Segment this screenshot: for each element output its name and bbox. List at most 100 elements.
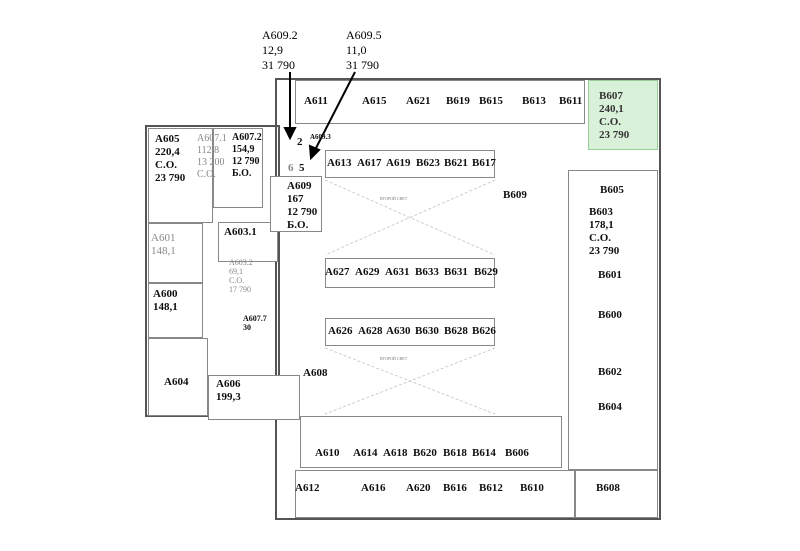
room-label[interactable]: B633 — [415, 266, 439, 278]
room-a604[interactable] — [148, 338, 208, 416]
room-label[interactable]: A613 — [327, 157, 352, 169]
info-line: A607.7 — [243, 314, 267, 323]
room-label[interactable]: A611 — [304, 95, 328, 107]
info-line: A601 — [151, 232, 176, 244]
info-line: 154,9 — [232, 144, 255, 155]
room-label[interactable]: B612 — [479, 482, 503, 494]
info-line: A605 — [155, 133, 180, 145]
room-label[interactable]: A604 — [164, 376, 189, 388]
inner-row-2 — [325, 150, 495, 178]
bottom-inner-row — [300, 416, 562, 468]
room-label[interactable]: B608 — [596, 482, 620, 494]
room-label[interactable]: B630 — [415, 325, 439, 337]
room-label[interactable]: A626 — [328, 325, 353, 337]
room-label[interactable]: B629 — [474, 266, 498, 278]
room-label[interactable]: A630 — [386, 325, 411, 337]
room-label[interactable]: B601 — [598, 269, 622, 281]
atrium-label: ВТОРОЙ СВЕТ — [380, 356, 408, 361]
annotation-line: 11,0 — [346, 43, 367, 57]
room-label[interactable]: A631 — [385, 266, 410, 278]
info-line: 13 200 — [197, 157, 225, 168]
room-label[interactable]: B600 — [598, 309, 622, 321]
info-line: C.O. — [229, 276, 245, 285]
annotation-line: A609.2 — [262, 28, 298, 42]
annotation-line: 12,9 — [262, 43, 283, 57]
room-label[interactable]: A628 — [358, 325, 383, 337]
info-line: 69,1 — [229, 267, 243, 276]
room-label[interactable]: B602 — [598, 366, 622, 378]
room-label[interactable]: B626 — [472, 325, 496, 337]
info-line: A607.1 — [197, 133, 227, 144]
room-label[interactable]: A615 — [362, 95, 387, 107]
room-label[interactable]: A609.3 — [310, 133, 331, 141]
room-label[interactable]: B611 — [559, 95, 583, 107]
top-row — [295, 80, 585, 124]
info-line: 12 790 — [287, 206, 318, 218]
room-label[interactable]: 6 — [288, 162, 294, 174]
room-a605[interactable] — [148, 128, 213, 223]
room-label[interactable]: B604 — [598, 401, 622, 413]
room-label[interactable]: A610 — [315, 447, 340, 459]
info-line: C.O. — [155, 159, 177, 171]
room-label[interactable]: B619 — [446, 95, 470, 107]
room-label[interactable]: A603.1 — [224, 226, 257, 238]
room-a603-1[interactable] — [218, 222, 278, 262]
room-label[interactable]: A608 — [303, 367, 328, 379]
room-label[interactable]: A621 — [406, 95, 431, 107]
room-label[interactable]: B618 — [443, 447, 467, 459]
room-a601[interactable] — [148, 223, 203, 283]
info-line: C.O. — [589, 232, 611, 244]
annotation-a609-2: A609.2 12,9 31 790 — [262, 28, 298, 73]
room-a606[interactable] — [208, 375, 300, 420]
room-label[interactable]: 5 — [299, 162, 305, 174]
room-label[interactable]: A620 — [406, 482, 431, 494]
room-label[interactable]: A617 — [357, 157, 382, 169]
info-line: C.O. — [599, 116, 621, 128]
room-a607-1[interactable] — [213, 128, 263, 208]
room-label[interactable]: A629 — [355, 266, 380, 278]
info-line: 17 790 — [229, 285, 251, 294]
room-label[interactable]: 2 — [297, 136, 303, 148]
info-line: A606 — [216, 378, 241, 390]
room-label[interactable]: B614 — [472, 447, 496, 459]
room-label[interactable]: A612 — [295, 482, 320, 494]
room-label[interactable]: B628 — [444, 325, 468, 337]
info-line: 148,1 — [151, 245, 176, 257]
room-label[interactable]: B617 — [472, 157, 496, 169]
room-label[interactable]: A614 — [353, 447, 378, 459]
room-label[interactable]: A627 — [325, 266, 350, 278]
room-b608[interactable] — [575, 470, 658, 518]
room-label[interactable]: B631 — [444, 266, 468, 278]
room-label[interactable]: B610 — [520, 482, 544, 494]
room-label[interactable]: A619 — [386, 157, 411, 169]
info-line: A607.2 — [232, 132, 262, 143]
room-b607[interactable] — [588, 80, 658, 150]
room-label[interactable]: B621 — [444, 157, 468, 169]
info-line: 23 790 — [599, 129, 630, 141]
info-line: 240,1 — [599, 103, 624, 115]
inner-row-4 — [325, 318, 495, 346]
room-label[interactable]: A618 — [383, 447, 408, 459]
room-label[interactable]: B605 — [600, 184, 624, 196]
info-line: C.O. — [197, 169, 216, 180]
info-line: B607 — [599, 90, 623, 102]
room-label[interactable]: B606 — [505, 447, 529, 459]
room-label[interactable]: B616 — [443, 482, 467, 494]
atrium-label: ВТОРОЙ СВЕТ — [380, 196, 408, 201]
room-label[interactable]: B609 — [503, 189, 527, 201]
room-label[interactable]: B615 — [479, 95, 503, 107]
room-a600[interactable] — [148, 283, 203, 338]
room-label[interactable]: A616 — [361, 482, 386, 494]
info-line: Б.О. — [232, 168, 252, 179]
info-line: B603 — [589, 206, 613, 218]
room-a609[interactable] — [270, 176, 322, 232]
room-label[interactable]: B620 — [413, 447, 437, 459]
room-label[interactable]: B623 — [416, 157, 440, 169]
room-label[interactable]: B613 — [522, 95, 546, 107]
